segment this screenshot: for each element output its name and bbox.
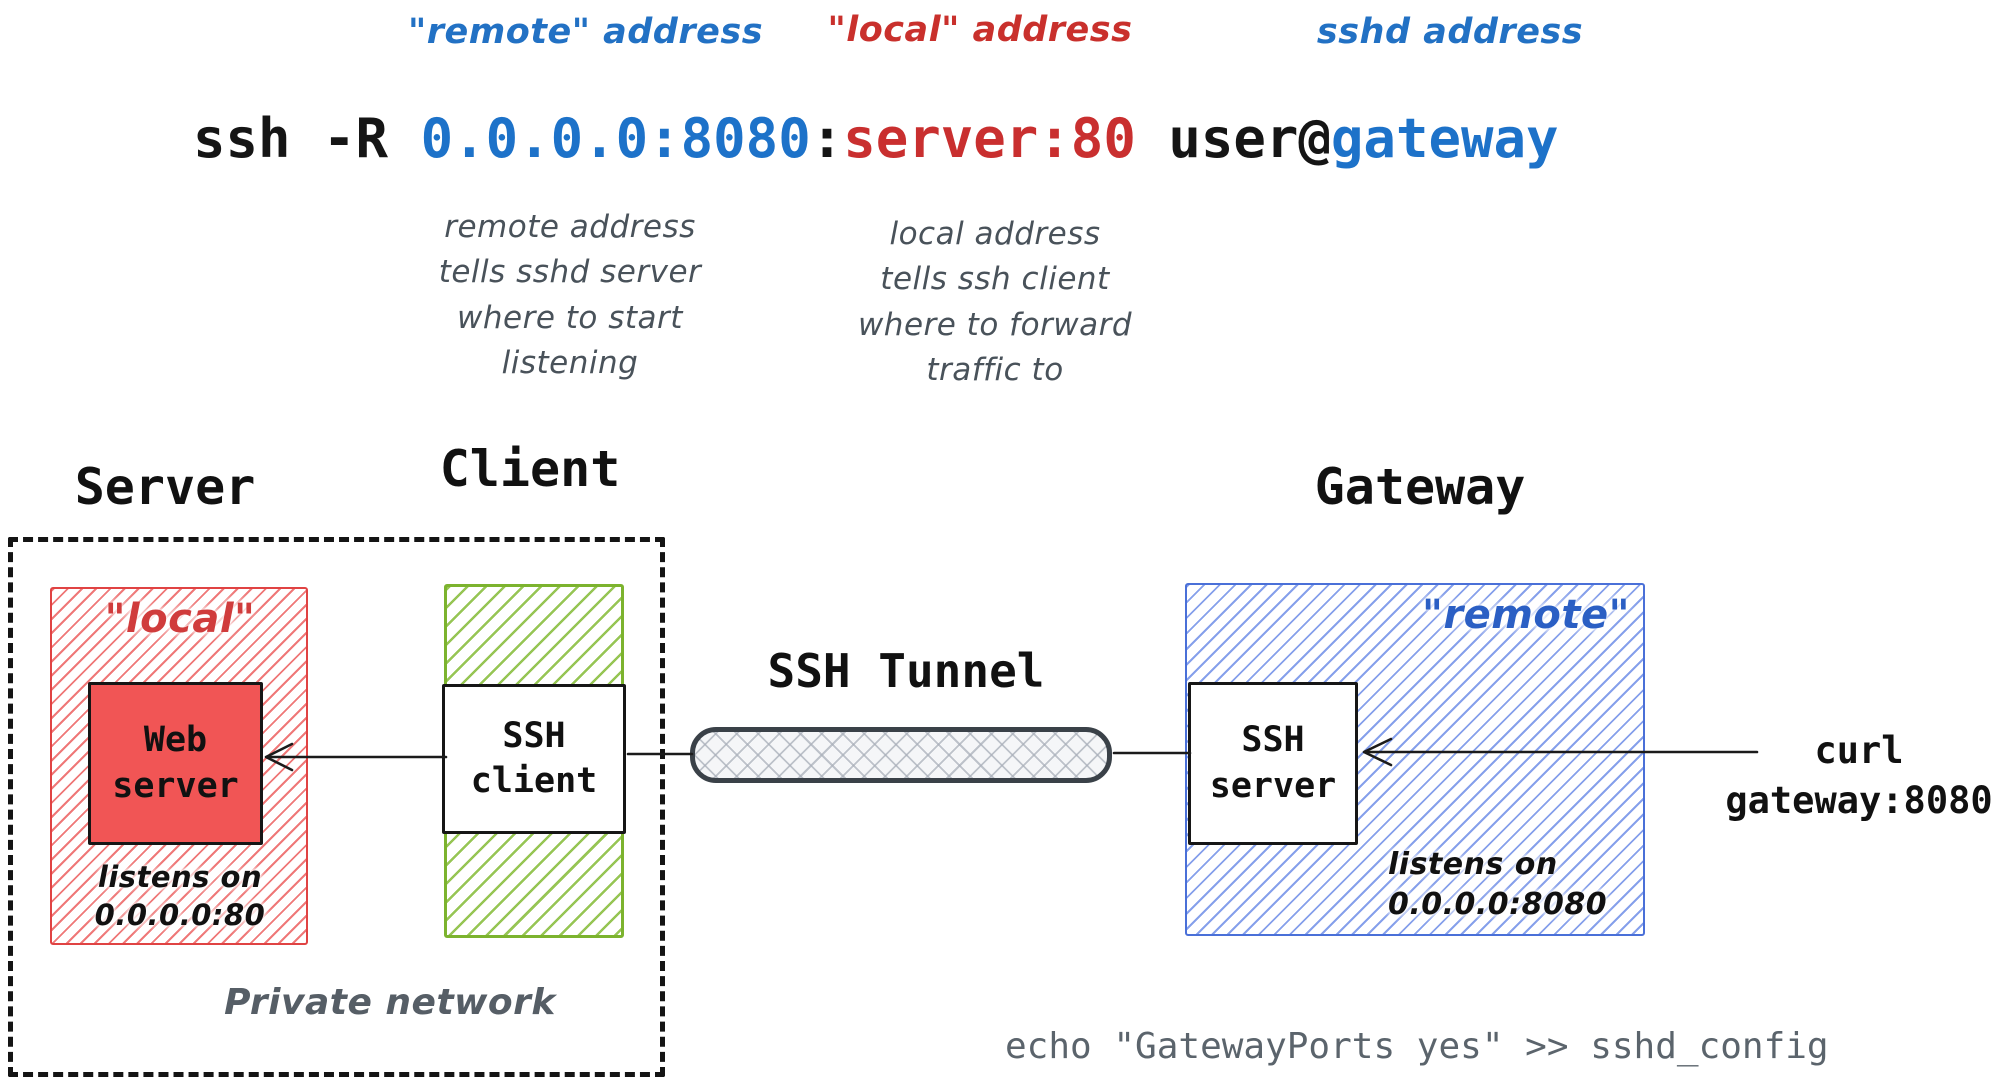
curl-command-label: curl gateway:8080 xyxy=(1716,726,2000,826)
ssh-server-listen-address: listens on 0.0.0.0:8080 xyxy=(1388,845,1607,924)
ssh-command-local-address: server:80 xyxy=(843,107,1136,170)
listen-line: 0.0.0.0:80 xyxy=(94,898,266,933)
annotation-line: traffic to xyxy=(926,351,1064,388)
web-server-label-line: Web xyxy=(143,720,208,760)
curl-line: curl xyxy=(1814,729,1904,772)
ssh-client-node: SSH client xyxy=(442,684,626,834)
ssh-server-node: SSH server xyxy=(1188,682,1358,845)
web-server-node: Web server xyxy=(88,682,263,845)
ssh-command-prefix: ssh -R xyxy=(193,107,421,170)
ssh-command-user: user@ xyxy=(1135,107,1331,170)
annotation-line: tells sshd server xyxy=(438,254,702,291)
curl-line: gateway:8080 xyxy=(1725,778,1993,822)
private-network-boundary xyxy=(8,537,665,1077)
ssh-command-separator: : xyxy=(810,107,844,170)
web-server-label-line: server xyxy=(112,765,239,806)
client-zone-title: Client xyxy=(439,440,621,498)
annotation-line: local address xyxy=(889,216,1101,252)
remote-tag: "remote" xyxy=(1422,592,1630,638)
annotation-line: tells ssh client xyxy=(880,261,1110,298)
annotation-line: remote address xyxy=(444,209,696,245)
gateway-hatched-box xyxy=(1185,583,1645,936)
ssh-client-label-line: SSH xyxy=(502,715,566,756)
server-zone-title: Server xyxy=(74,458,256,516)
local-address-label: "local" address xyxy=(827,10,1133,50)
annotation-line: listening xyxy=(501,344,639,381)
sshd-address-label: sshd address xyxy=(1316,12,1584,52)
ssh-command-remote-address: 0.0.0.0:8080 xyxy=(420,107,811,170)
remote-address-label: "remote" address xyxy=(408,12,764,52)
remote-address-annotation: remote address tells sshd server where t… xyxy=(390,205,750,386)
ssh-tunnel-title: SSH Tunnel xyxy=(767,644,1045,698)
listen-line: listens on xyxy=(97,860,263,894)
web-server-listen-address: listens on 0.0.0.0:80 xyxy=(62,858,298,935)
listen-line: 0.0.0.0:8080 xyxy=(1388,886,1608,922)
local-address-annotation: local address tells ssh client where to … xyxy=(815,212,1175,393)
ssh-command-host: gateway xyxy=(1330,107,1559,170)
ssh-client-label-line: client xyxy=(470,761,598,801)
listen-line: listens on xyxy=(1388,847,1558,882)
ssh-server-label-line: SSH xyxy=(1241,720,1305,760)
sshd-config-echo-command: echo "GatewayPorts yes" >> sshd_config xyxy=(1005,1026,1829,1067)
ssh-server-label-line: server xyxy=(1209,765,1337,806)
ssh-tunnel-pipe xyxy=(690,727,1112,783)
ssh-command: ssh -R 0.0.0.0:8080:server:80 user@gatew… xyxy=(193,112,1559,166)
annotation-line: where to start xyxy=(457,299,683,336)
private-network-label: Private network xyxy=(224,982,556,1023)
gateway-zone-title: Gateway xyxy=(1314,458,1526,516)
local-tag: "local" xyxy=(104,596,256,642)
annotation-line: where to forward xyxy=(857,306,1133,343)
